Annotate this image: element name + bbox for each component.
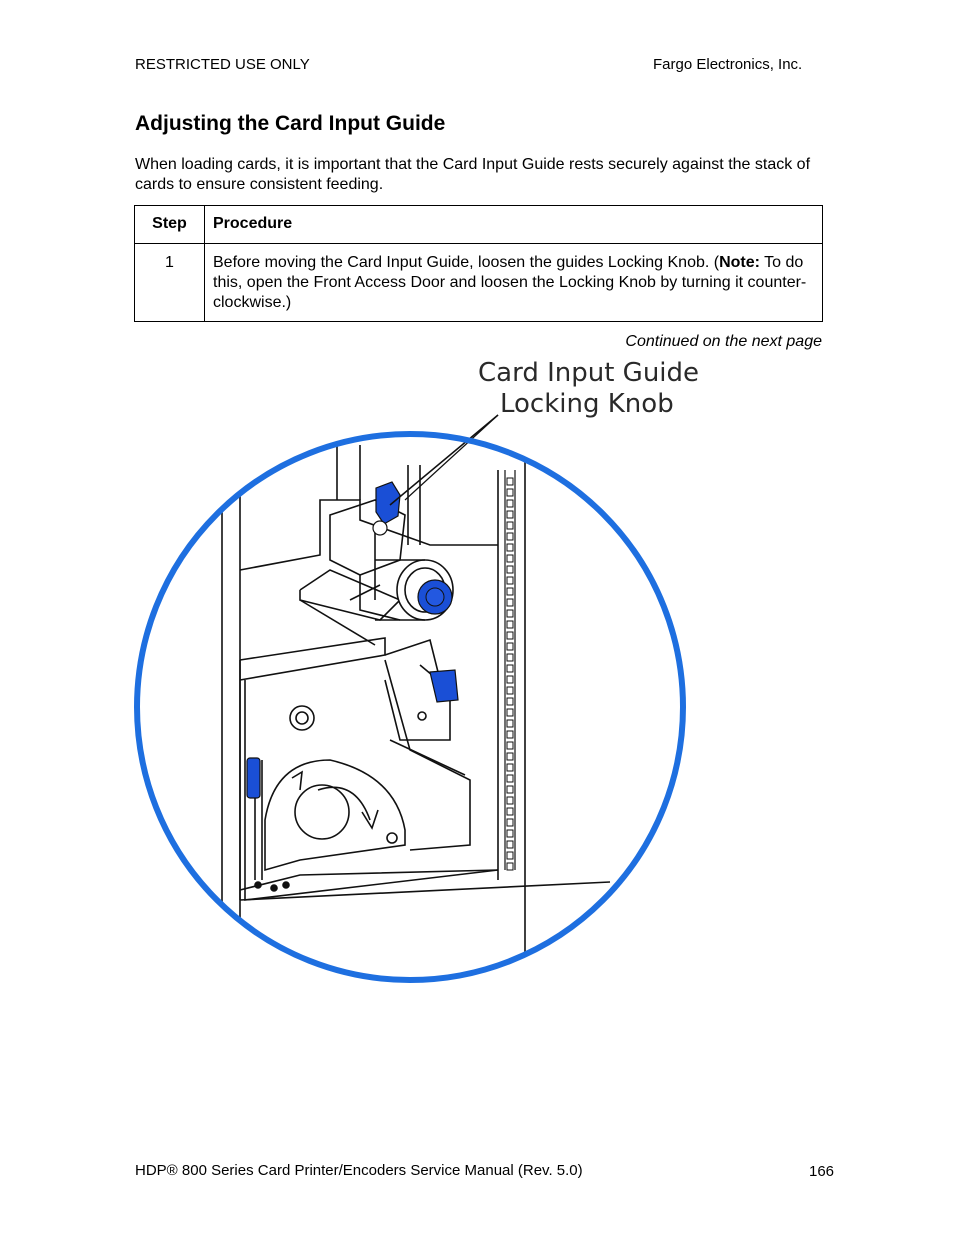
rail-slot [506, 532, 514, 541]
section-title: Adjusting the Card Input Guide [135, 112, 446, 135]
rail-slot [506, 785, 514, 794]
rail-slot [506, 631, 514, 640]
front-knob-center [425, 587, 445, 607]
rail-slot [506, 719, 514, 728]
header-restricted: RESTRICTED USE ONLY [135, 56, 310, 73]
printer-illustration: Card Input Guide Locking Knob [134, 358, 699, 983]
rail-slot [506, 543, 514, 552]
callout-label-line2: Locking Knob [500, 389, 674, 419]
rail-slot [506, 499, 514, 508]
step-number: 1 [134, 243, 205, 322]
rail-slot [506, 675, 514, 684]
rail-slot [506, 642, 514, 651]
note-label: Note: [719, 254, 760, 271]
rail-slot [506, 807, 514, 816]
rail-slot [506, 708, 514, 717]
procedure-table: Step Procedure 1 Before moving the Card … [134, 205, 823, 322]
rail-slot [506, 840, 514, 849]
callout-pointer-secondary [404, 414, 499, 501]
rail-slot [506, 620, 514, 629]
rail-slot [506, 741, 514, 750]
rail-slot [506, 697, 514, 706]
intro-paragraph: When loading cards, it is important that… [135, 156, 811, 193]
procedure-text-after: To do this, open the Front Access Door a… [213, 254, 807, 311]
rail-slot [506, 488, 514, 497]
rail-slot [506, 598, 514, 607]
continued-note: Continued on the next page [625, 333, 822, 350]
rail-slot [506, 576, 514, 585]
column-header-step: Step [134, 205, 205, 244]
rail-slot [506, 730, 514, 739]
knob-post [372, 520, 388, 536]
locking-knob [372, 481, 401, 536]
rail-slot [506, 510, 514, 519]
rail-slot [506, 796, 514, 805]
locking-knob-top [375, 481, 401, 525]
rail-slot [506, 587, 514, 596]
rail-slot [506, 664, 514, 673]
rail-slot [506, 686, 514, 695]
header-company: Fargo Electronics, Inc. [653, 56, 803, 73]
rail-slot [506, 521, 514, 530]
rail-slot [506, 477, 514, 486]
footer-manual-title: HDP® 800 Series Card Printer/Encoders Se… [135, 1162, 583, 1179]
table-row: 1 Before moving the Card Input Guide, lo… [134, 243, 823, 322]
rail-slot [506, 763, 514, 772]
table-header-row: Step Procedure [134, 205, 823, 244]
rail-slot [506, 653, 514, 662]
page-number: 166 [809, 1163, 835, 1180]
procedure-text-before: Before moving the Card Input Guide, loos… [213, 254, 720, 271]
rail-slot [506, 752, 514, 761]
magnifier-circle [134, 431, 686, 983]
guide-tab [429, 669, 459, 703]
rail-slot [506, 862, 514, 871]
rail-slot [506, 554, 514, 563]
side-latch [246, 757, 261, 799]
callout-pointer [389, 414, 499, 506]
callout-label-line1: Card Input Guide [478, 358, 699, 388]
column-header-procedure: Procedure [204, 205, 823, 244]
printer-interior-drawing [221, 434, 611, 980]
rail-slot [506, 774, 514, 783]
rail-slot [506, 829, 514, 838]
rail-slot [506, 851, 514, 860]
step-procedure: Before moving the Card Input Guide, loos… [204, 243, 823, 322]
rail-slot [506, 609, 514, 618]
rail-slot [506, 818, 514, 827]
rail-slot [506, 565, 514, 574]
